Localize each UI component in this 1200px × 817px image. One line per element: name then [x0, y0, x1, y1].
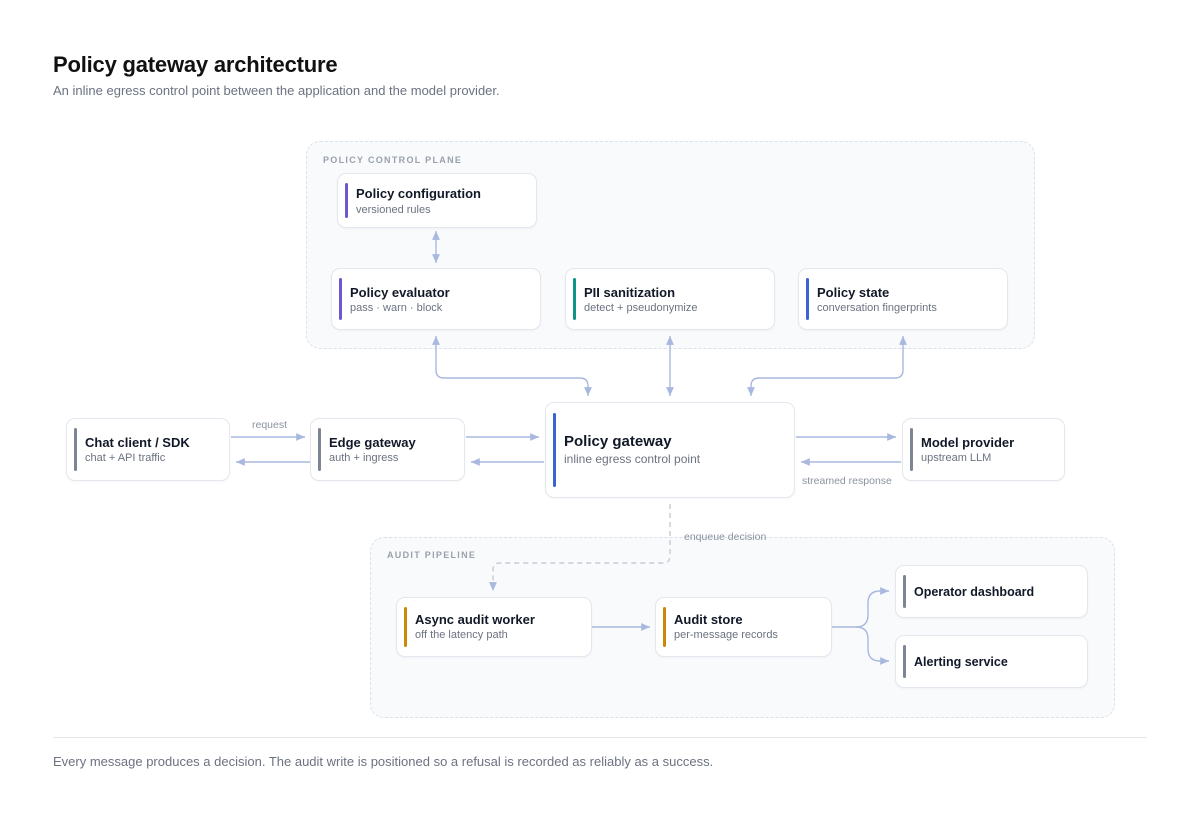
audit-store-node[interactable]: Audit store per-message records: [655, 597, 832, 657]
model-provider-node[interactable]: Model provider upstream LLM: [902, 418, 1065, 481]
node-accent-bar: [910, 428, 913, 471]
enqueue-decision-arrow: [489, 504, 671, 591]
node-accent-bar: [573, 278, 576, 320]
policy-evaluator-node[interactable]: Policy evaluator pass · warn · block: [331, 268, 541, 330]
enqueue-decision-label: enqueue decision: [684, 531, 767, 543]
store-dashboard-arrow: [832, 587, 889, 628]
node-subtitle: pass · warn · block: [350, 302, 443, 314]
evaluator-gateway-arrow: [432, 336, 592, 396]
footer-note: Every message produces a decision. The a…: [53, 754, 714, 769]
policy-configuration-node[interactable]: Policy configuration versioned rules: [337, 173, 537, 228]
node-subtitle: auth + ingress: [329, 452, 399, 464]
node-title: Edge gateway: [329, 435, 416, 450]
node-subtitle: upstream LLM: [921, 452, 992, 464]
node-title: Operator dashboard: [914, 585, 1035, 599]
page-title: Policy gateway architecture: [53, 52, 338, 77]
node-title: Policy state: [817, 285, 890, 300]
node-accent-bar: [903, 575, 906, 608]
node-subtitle: per-message records: [674, 629, 778, 641]
state-gateway-arrow: [747, 336, 907, 396]
edge-gateway-node[interactable]: Edge gateway auth + ingress: [310, 418, 465, 481]
footer-divider: [53, 737, 1147, 738]
node-accent-bar: [553, 413, 556, 487]
node-title: PII sanitization: [584, 285, 676, 300]
node-accent-bar: [339, 278, 342, 320]
node-subtitle: versioned rules: [356, 204, 431, 216]
node-subtitle: off the latency path: [415, 629, 508, 641]
node-accent-bar: [806, 278, 809, 320]
audit-pipeline-label: AUDIT PIPELINE: [387, 550, 477, 560]
node-accent-bar: [663, 607, 666, 647]
policy-control-plane-label: POLICY CONTROL PLANE: [323, 155, 463, 165]
node-accent-bar: [345, 183, 348, 218]
node-subtitle: conversation fingerprints: [817, 302, 937, 314]
node-accent-bar: [903, 645, 906, 678]
node-title: Policy evaluator: [350, 285, 450, 300]
alerting-service-node[interactable]: Alerting service: [895, 635, 1088, 688]
page-subtitle: An inline egress control point between t…: [53, 83, 500, 98]
pii-sanitization-node[interactable]: PII sanitization detect + pseudonymize: [565, 268, 775, 330]
policy-gateway-node[interactable]: Policy gateway inline egress control poi…: [545, 402, 795, 498]
operator-dashboard-node[interactable]: Operator dashboard: [895, 565, 1088, 618]
chat-client-node[interactable]: Chat client / SDK chat + API traffic: [66, 418, 230, 481]
node-subtitle: chat + API traffic: [85, 452, 166, 464]
node-title: Alerting service: [914, 655, 1008, 669]
policy-state-node[interactable]: Policy state conversation fingerprints: [798, 268, 1008, 330]
node-title: Chat client / SDK: [85, 435, 190, 450]
node-title: Policy configuration: [356, 186, 481, 201]
node-subtitle: detect + pseudonymize: [584, 302, 698, 314]
node-title: Audit store: [674, 612, 743, 627]
node-title: Async audit worker: [415, 612, 535, 627]
node-title: Policy gateway: [564, 433, 672, 450]
node-title: Model provider: [921, 435, 1015, 450]
async-audit-worker-node[interactable]: Async audit worker off the latency path: [396, 597, 592, 657]
node-accent-bar: [74, 428, 77, 471]
request-label: request: [252, 419, 288, 431]
store-alerting-arrow: [855, 626, 889, 665]
node-accent-bar: [404, 607, 407, 647]
node-subtitle: inline egress control point: [564, 452, 701, 466]
streamed-response-label: streamed response: [802, 475, 892, 487]
node-accent-bar: [318, 428, 321, 471]
